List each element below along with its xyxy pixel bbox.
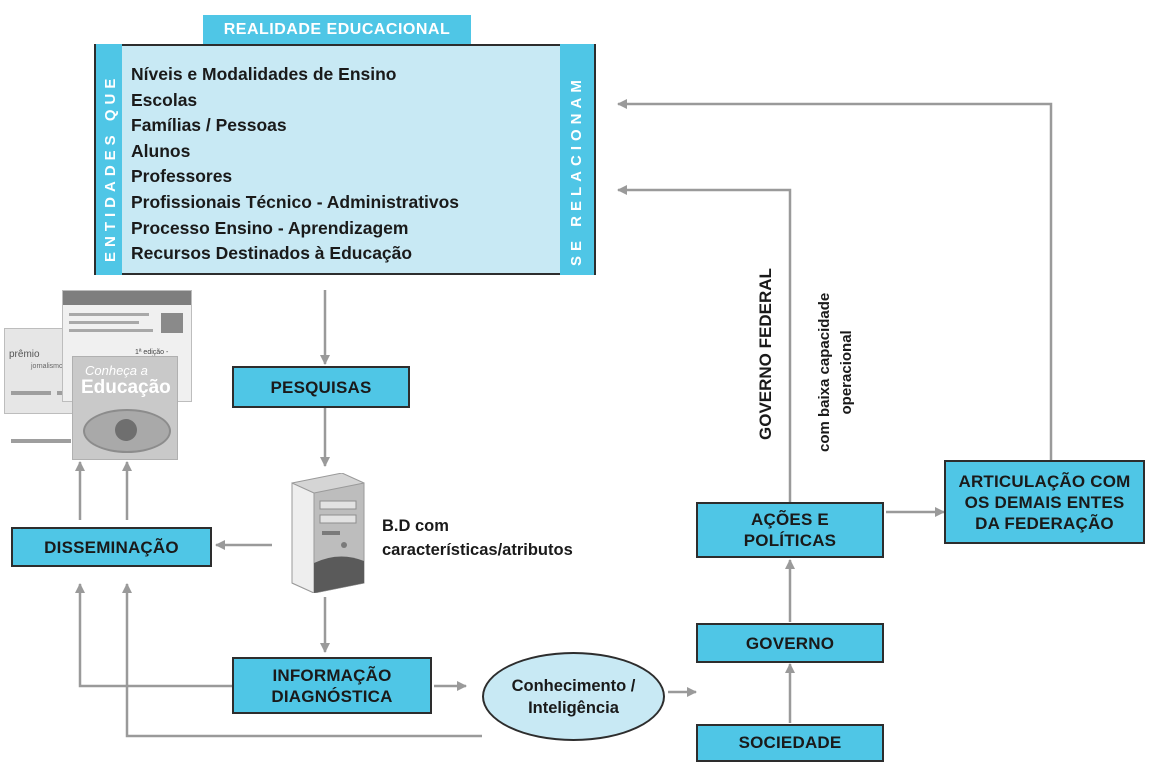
conhecimento-inteligencia-ellipse: Conhecimento / Inteligência — [482, 652, 665, 741]
articulacao-label-line3: DA FEDERAÇÃO — [975, 513, 1114, 533]
arrow-informacao-to-disseminacao — [75, 583, 232, 688]
left-vertical-strip: ENTIDADES QUE — [94, 44, 122, 275]
computer-tower-icon — [291, 473, 365, 593]
entity-list: Níveis e Modalidades de Ensino Escolas F… — [131, 62, 459, 267]
publications-image: prêmio jornalismo 1ª edição - 2005/2006 … — [4, 290, 192, 460]
entities-panel — [94, 44, 596, 275]
entity-item: Alunos — [131, 140, 191, 161]
entity-item: Níveis e Modalidades de Ensino — [131, 64, 397, 84]
entidades-que-label: ENTIDADES QUE — [102, 73, 119, 262]
conheca-text: Conheça a — [85, 363, 148, 378]
arrow-acoes-to-realidade — [617, 185, 792, 502]
pesquisas-box: PESQUISAS — [232, 366, 410, 408]
right-vertical-strip: SE RELACIONAM — [560, 44, 596, 275]
db-label-line1: B.D com — [382, 517, 449, 535]
disseminacao-box: DISSEMINAÇÃO — [11, 527, 212, 567]
conhecimento-label-line2: Inteligência — [528, 698, 619, 717]
informacao-diagnostica-box: INFORMAÇÃO DIAGNÓSTICA — [232, 657, 432, 714]
baixa-capacidade-line2: operacional — [838, 330, 855, 415]
articulacao-label-line1: ARTICULAÇÃO COM — [958, 471, 1131, 491]
conhecimento-label-line1: Conhecimento / — [511, 676, 636, 695]
acoes-label-line2: POLÍTICAS — [743, 531, 837, 550]
disseminacao-label: DISSEMINAÇÃO — [44, 537, 179, 557]
articulacao-box: ARTICULAÇÃO COM OS DEMAIS ENTES DA FEDER… — [944, 460, 1145, 544]
educacao-text: Educação — [81, 377, 171, 398]
acoes-label-line1: AÇÕES E — [751, 510, 829, 529]
arrow-articulacao-to-realidade — [617, 99, 1053, 460]
articulacao-label-line2: OS DEMAIS ENTES — [964, 492, 1125, 512]
eye-icon — [83, 409, 171, 453]
governo-box: GOVERNO — [696, 623, 884, 663]
entity-item: Profissionais Técnico - Administrativos — [131, 191, 460, 212]
sociedade-box: SOCIEDADE — [696, 724, 884, 762]
db-label: B.D com características/atributos — [382, 514, 573, 562]
premio-text: prêmio — [9, 349, 40, 360]
informacao-label-line1: INFORMAÇÃO — [272, 665, 392, 685]
entity-item: Escolas — [131, 89, 198, 110]
entity-item: Processo Ensino - Aprendizagem — [131, 217, 409, 238]
governo-label: GOVERNO — [745, 633, 835, 653]
entity-item: Famílias / Pessoas — [131, 115, 287, 136]
entity-item: Recursos Destinados à Educação — [131, 243, 413, 264]
realidade-educacional-title: REALIDADE EDUCACIONAL — [203, 15, 471, 44]
governo-federal-label: GOVERNO FEDERAL — [756, 268, 775, 440]
informacao-label-line2: DIAGNÓSTICA — [271, 686, 393, 706]
entity-item: Professores — [131, 166, 233, 187]
acoes-politicas-box: AÇÕES E POLÍTICAS — [696, 502, 884, 558]
se-relacionam-label: SE RELACIONAM — [568, 75, 585, 266]
sociedade-label: SOCIEDADE — [738, 733, 842, 752]
baixa-capacidade-line1: com baixa capacidade — [816, 292, 833, 452]
pesquisas-label: PESQUISAS — [270, 377, 372, 397]
db-label-line2: características/atributos — [382, 541, 573, 559]
arrow-bottom-loop-to-disseminacao — [122, 583, 482, 738]
baixa-capacidade-label: com baixa capacidade operacional — [814, 293, 858, 452]
jornalismo-text: jornalismo — [31, 363, 63, 370]
